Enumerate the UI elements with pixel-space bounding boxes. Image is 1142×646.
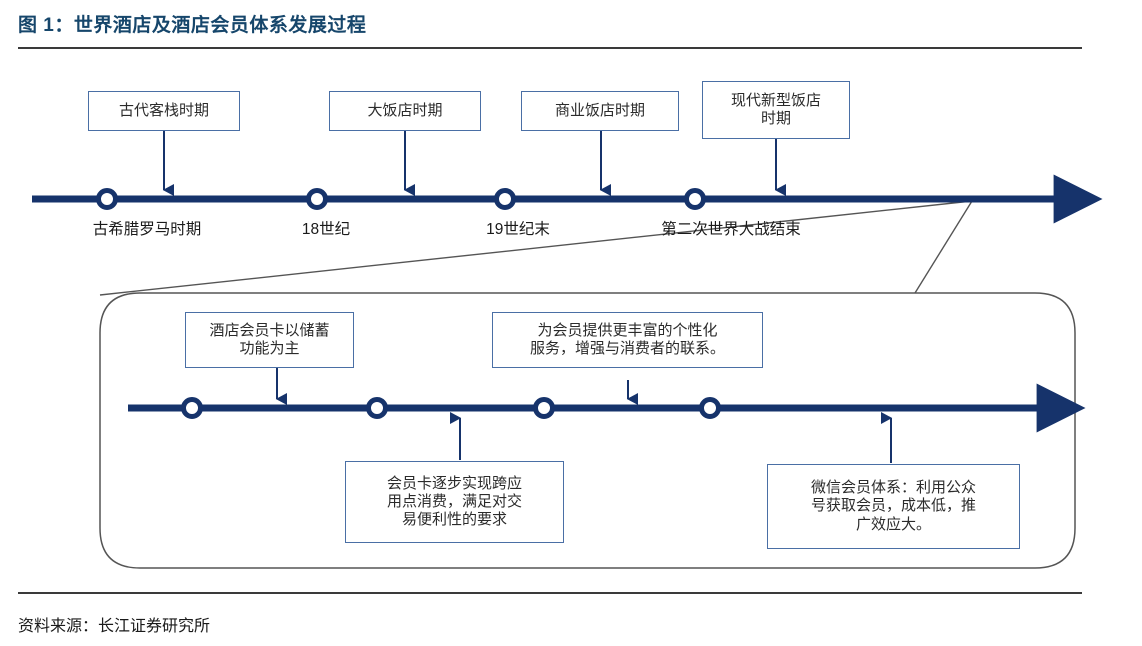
- period-box-modern-hotel[interactable]: 现代新型饭店 时期: [702, 81, 850, 139]
- milestone-label-late-19th-century: 19世纪末: [486, 221, 550, 238]
- upper-timeline-axis: [32, 174, 1103, 224]
- period-box-commercial-hotel[interactable]: 商业饭店时期: [521, 91, 679, 131]
- milestone-label-18th-century: 18世纪: [301, 221, 351, 238]
- period-box-ancient-inn[interactable]: 古代客栈时期: [88, 91, 240, 131]
- member-box-cross-app-consumption[interactable]: 会员卡逐步实现跨应 用点消费，满足对交 易便利性的要求: [345, 461, 564, 543]
- upper-box-connectors: [162, 131, 786, 196]
- source-note: 资料来源：长江证券研究所: [18, 618, 211, 635]
- milestone-label-greco-roman: 古希腊罗马时期: [92, 221, 202, 238]
- title-divider: [18, 47, 1082, 49]
- member-box-savings-function[interactable]: 酒店会员卡以储蓄 功能为主: [185, 312, 354, 368]
- page-title: 图 1：世界酒店及酒店会员体系发展过程: [18, 15, 367, 36]
- lower-timeline-axis: [128, 383, 1086, 433]
- milestone-label-wwii-end: 第二次世界大战结束: [661, 221, 801, 238]
- period-box-grand-hotel[interactable]: 大饭店时期: [329, 91, 481, 131]
- member-box-wechat-membership[interactable]: 微信会员体系：利用公众 号获取会员，成本低，推 广效应大。: [767, 464, 1020, 549]
- lower-box-connectors: [275, 368, 893, 463]
- member-box-personalized-service[interactable]: 为会员提供更丰富的个性化 服务，增强与消费者的联系。: [492, 312, 763, 368]
- footer-divider: [18, 592, 1082, 594]
- callout-leader-lines: [99, 200, 973, 296]
